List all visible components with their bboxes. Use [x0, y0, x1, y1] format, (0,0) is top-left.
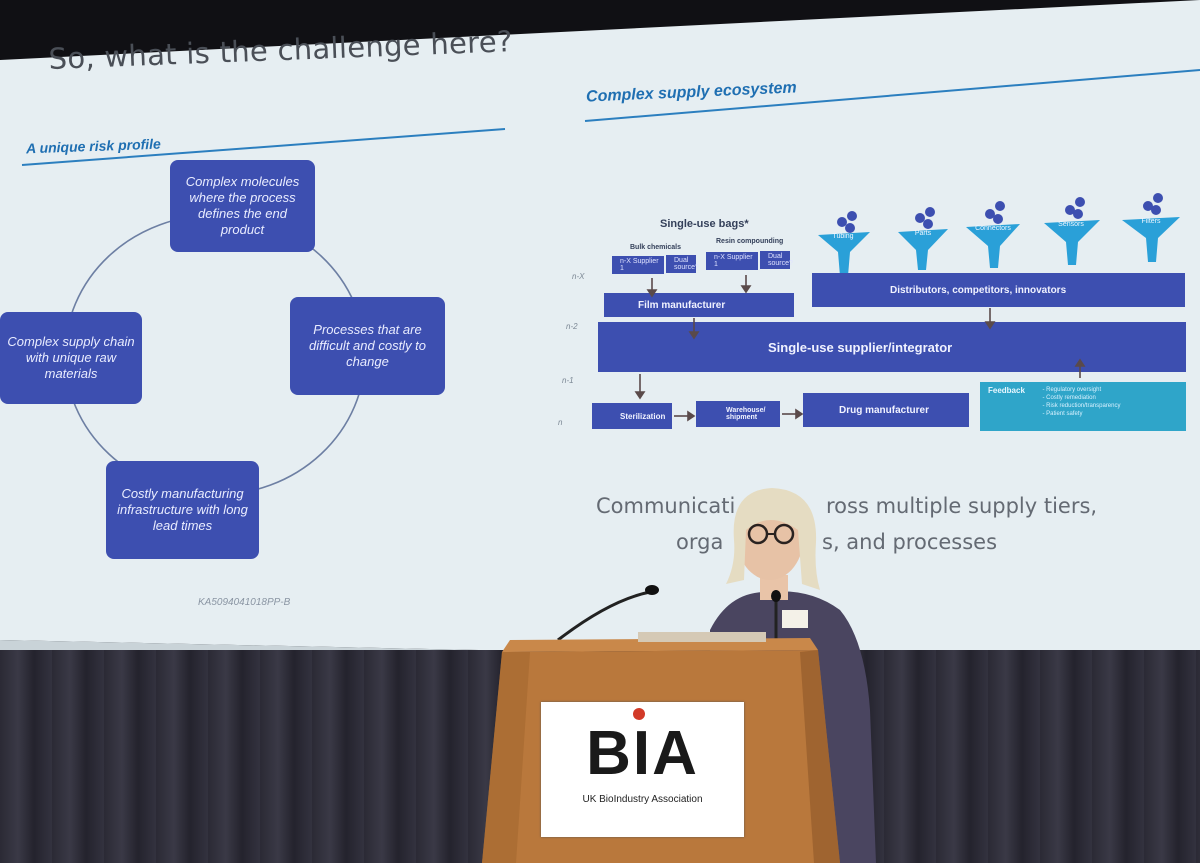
document-code: KA5094041018PP-B: [198, 597, 291, 608]
caption-line1-end: ross multiple supply tiers,: [826, 494, 1098, 518]
feedback-item: - Regulatory oversight: [1042, 387, 1102, 393]
drug-manufacturer-bar: Drug manufacturer: [803, 393, 969, 427]
feedback-item: - Risk reduction/transparency: [1042, 403, 1121, 409]
diagram-arrows: [634, 275, 1086, 422]
dual-source-box-2: Dual source?: [760, 251, 793, 269]
diagram-header: Single-use bags*: [660, 218, 749, 230]
sterilization-bar: Sterilization: [592, 403, 672, 429]
caption-line2-end: s, and processes: [822, 530, 998, 554]
tier-label-nx: n-X: [572, 272, 585, 281]
label-bulk-chemicals: Bulk chemicals: [630, 244, 681, 251]
cycle-box-infrastructure: Costly manufacturing infrastructure with…: [106, 461, 259, 559]
label-resin-compounding: Resin compounding: [716, 238, 784, 245]
caption-line2-start: orga: [676, 530, 724, 554]
caption-line1-start: Communicati: [596, 494, 736, 518]
feedback-title: Feedback: [988, 386, 1025, 395]
feedback-item: - Patient safety: [1042, 411, 1083, 417]
feedback-box: Feedback - Regulatory oversight - Costly…: [980, 382, 1186, 431]
bia-logo-sign: BIA UK BioIndustry Association: [541, 702, 744, 837]
dual-source-box-1: Dual source?: [666, 255, 699, 273]
tier-label-n2: n-2: [566, 322, 578, 331]
cycle-box-processes: Processes that are difficult and costly …: [290, 297, 445, 395]
distributors-bar: Distributors, competitors, innovators: [812, 273, 1185, 307]
supplier-box-2: n-X Supplier 1: [706, 252, 758, 270]
bia-logo: BIA: [586, 719, 699, 788]
bia-subtitle: UK BioIndustry Association: [582, 794, 703, 805]
tier-label-n: n: [558, 418, 563, 427]
film-manufacturer-bar: Film manufacturer: [604, 293, 794, 317]
funnel-tubing: Tubing: [832, 233, 854, 240]
funnel-group: [818, 193, 1180, 276]
warehouse-bar: Warehouse/ shipment: [696, 401, 780, 427]
feedback-item: - Costly remediation: [1042, 395, 1096, 401]
funnel-filters: Filters: [1141, 218, 1161, 225]
cycle-box-complex-molecules: Complex molecules where the process defi…: [170, 160, 315, 252]
supplier-box-1: n-X Supplier 1: [612, 256, 664, 274]
bia-logo-dot: [633, 708, 645, 720]
feedback-list: - Regulatory oversight - Costly remediat…: [1042, 386, 1120, 418]
microphones: [557, 585, 781, 642]
tier-label-n1: n-1: [562, 376, 574, 385]
funnel-parts: Parts: [914, 230, 932, 237]
integrator-bar: Single-use supplier/integrator: [598, 322, 1186, 372]
funnel-connectors: Connectors: [975, 225, 1011, 232]
funnel-sensors: Sensors: [1058, 221, 1084, 228]
cycle-box-supply-chain: Complex supply chain with unique raw mat…: [0, 312, 142, 404]
